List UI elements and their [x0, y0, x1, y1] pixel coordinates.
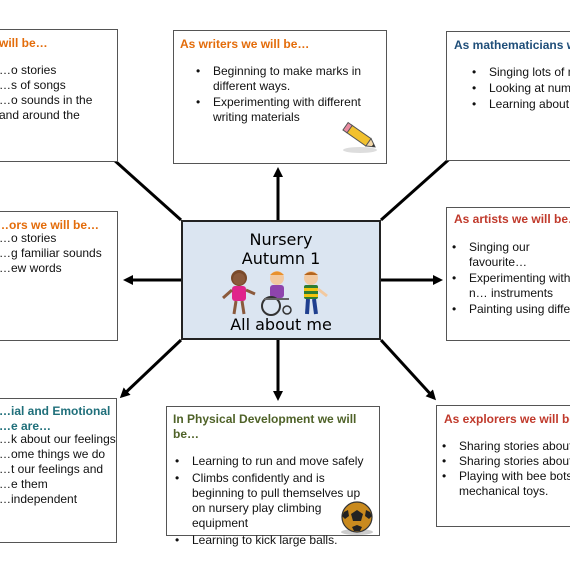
box-explorers-list: Sharing stories about… Sharing stories a…	[441, 439, 570, 500]
list-item: Learning to run and move safely	[174, 454, 364, 469]
list-item: …e them	[0, 477, 48, 491]
box-communicators-title: …ors we will be…	[0, 218, 100, 232]
box-physical-development: In Physical Development we will be… Lear…	[166, 406, 380, 548]
box-explorers: As explorers we will be… Sharing stories…	[436, 405, 570, 527]
list-item: Experimenting with different writing mat…	[195, 95, 365, 125]
list-item: …ew words	[0, 261, 62, 275]
list-item: …g familiar sounds	[0, 246, 102, 260]
box-readers: …e will be… …o stories …s of songs …o so…	[0, 29, 118, 162]
list-item: …s of songs	[0, 78, 66, 92]
children-clipart	[222, 270, 328, 316]
list-item: and around the	[0, 108, 80, 122]
box-pse-title-2: …e are…	[0, 419, 52, 433]
box-physical-title: In Physical Development we will be…	[173, 412, 357, 441]
box-pse-title: …ial and Emotional	[0, 404, 111, 418]
arrow-down-left	[119, 338, 183, 399]
list-item: Sharing stories about…	[441, 439, 570, 454]
list-item: …o stories	[0, 231, 57, 245]
football-icon	[341, 501, 373, 535]
box-writers-list: Beginning to make marks in different way…	[195, 64, 365, 126]
list-item: …independent	[0, 492, 78, 506]
list-item: …k about our feelings	[0, 432, 116, 446]
box-artists: As artists we will be… Singing our favou…	[446, 207, 570, 341]
box-communicators: …ors we will be… …o stories …g familiar …	[0, 211, 118, 341]
list-item: Learning about…	[471, 97, 570, 112]
list-item: …o sounds in the	[0, 93, 93, 107]
pencil-icon	[342, 121, 377, 153]
center-title-line3: All about me	[230, 315, 332, 334]
box-math-list: Singing lots of n… Looking at numb… Lear…	[471, 65, 570, 113]
box-physical-list: Learning to run and move safely Climbs c…	[174, 454, 364, 549]
center-title-line2: Autumn 1	[241, 249, 321, 268]
list-item: Climbs confidently and is beginning to p…	[174, 471, 364, 531]
box-artists-list: Singing our favourite… Experimenting wit…	[451, 240, 570, 318]
box-math-title: As mathematicians we…	[454, 38, 570, 52]
list-item: Looking at numb…	[471, 81, 570, 96]
box-personal-social-emotional: …ial and Emotional …e are… …k about our …	[0, 398, 117, 543]
box-readers-title: …e will be…	[0, 36, 48, 50]
list-item: Learning to kick large balls.	[174, 533, 364, 548]
box-explorers-title: As explorers we will be…	[444, 412, 570, 426]
list-item: …t our feelings and	[0, 462, 104, 476]
list-item: Singing our favourite…	[451, 240, 570, 270]
box-writers: As writers we will be… Beginning to make…	[173, 30, 387, 164]
box-pse-list: …k about our feelings …ome things we do …	[0, 432, 116, 507]
box-readers-list: …o stories …s of songs …o sounds in the …	[0, 63, 117, 123]
list-item: Sharing stories about…	[441, 454, 570, 469]
center-title-line1: Nursery	[249, 230, 313, 249]
list-item: Painting using differ…	[451, 302, 570, 317]
list-item: Singing lots of n…	[471, 65, 570, 80]
list-item: Playing with bee bots… mechanical toys.	[441, 469, 570, 499]
list-item: Experimenting with n… instruments	[451, 271, 570, 301]
box-mathematicians: As mathematicians we… Singing lots of n……	[446, 31, 570, 161]
box-artists-title: As artists we will be…	[454, 212, 570, 226]
box-communicators-list: …o stories …g familiar sounds …ew words	[0, 231, 117, 276]
center-topic-box: Nursery Autumn 1 All about me	[181, 220, 381, 340]
arrow-down-right	[379, 338, 437, 401]
list-item: Beginning to make marks in different way…	[195, 64, 365, 94]
list-item: …o stories	[0, 63, 57, 77]
list-item: …ome things we do	[0, 447, 106, 461]
arrow-up-left	[101, 148, 183, 222]
box-writers-title: As writers we will be…	[180, 37, 310, 51]
